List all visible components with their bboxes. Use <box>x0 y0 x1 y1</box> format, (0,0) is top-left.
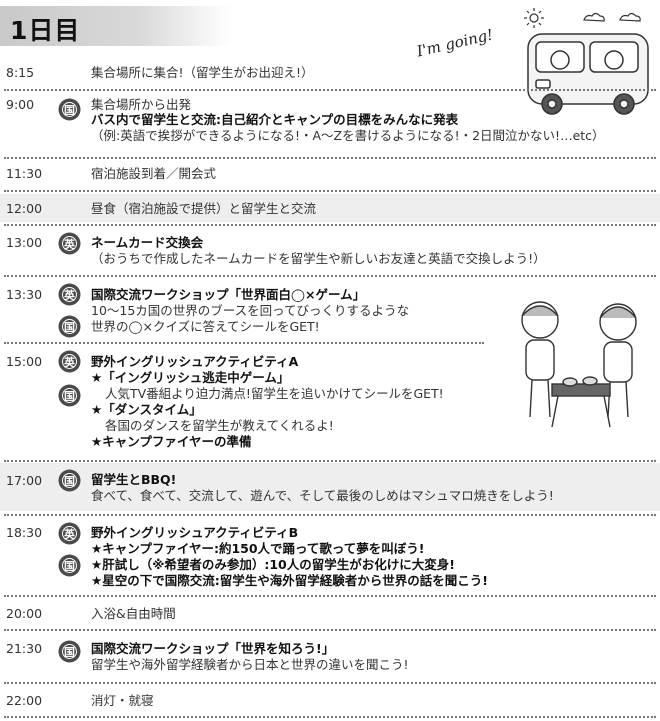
row-divider <box>4 595 656 597</box>
row-divider <box>4 224 656 226</box>
row-text-bold: 国際交流ワークショップ「世界を知ろう!」 <box>91 641 335 656</box>
row-time: 12:00 <box>6 201 43 216</box>
schedule-row: 9:00 国 集合場所から出発 バス内で留学生と交流:自己紹介とキャンプの目標を… <box>0 92 660 154</box>
row-divider <box>4 629 656 631</box>
schedule-row-shaded: 17:00 国 留学生とBBQ! 食べて、食べて、交流して、遊んで、そして最後の… <box>0 463 660 511</box>
row-time: 18:30 <box>6 525 43 540</box>
row-time: 21:30 <box>6 641 43 656</box>
schedule-row: 13:00 英 ネームカード交換会 （おうちで作成したネームカードを留学生や新し… <box>0 228 660 272</box>
schedule-row: 22:00 消灯・就寝 <box>0 686 660 714</box>
schedule-row: 18:30 英 国 野外イングリッシュアクティビティB ★キャンプファイヤー:約… <box>0 518 660 592</box>
row-time: 15:00 <box>6 354 43 369</box>
row-time: 8:15 <box>6 65 35 80</box>
row-time: 13:30 <box>6 287 43 302</box>
row-divider <box>4 716 656 718</box>
row-text-bold: ★キャンプファイヤーの準備 <box>91 434 252 449</box>
row-text-bold: ★肝試し（※希望者のみ参加）:10人の留学生がお化けに大変身! <box>91 557 455 572</box>
row-divider <box>4 460 656 462</box>
row-text: （例:英語で挨拶ができるようになる!・A〜Zを書けるようになる!・2日間泣かない… <box>91 128 605 143</box>
row-text: 集合場所に集合!（留学生がお出迎え!） <box>91 65 314 80</box>
kids-bbq-illustration <box>521 301 637 428</box>
schedule-row: 21:30 国 国際交流ワークショップ「世界を知ろう!」 留学生や海外留学経験者… <box>0 633 660 679</box>
row-time: 17:00 <box>6 473 43 488</box>
row-time: 20:00 <box>6 606 43 621</box>
row-text: （おうちで作成したネームカードを留学生や新しいお友達と英語で交換しよう!） <box>91 251 546 266</box>
sun-icon <box>524 8 544 28</box>
schedule-row: 8:15 集合場所に集合!（留学生がお出迎え!） <box>0 58 660 88</box>
row-text: 世界の◯×クイズに答えてシールをGET! <box>91 319 320 334</box>
row-divider <box>4 190 656 192</box>
kokusai-badge-icon: 国 <box>60 317 79 336</box>
row-time: 22:00 <box>6 693 43 708</box>
row-divider <box>4 682 656 684</box>
eigo-badge-icon: 英 <box>60 352 79 371</box>
row-text-bold: ★「ダンスタイム」 <box>91 402 202 417</box>
row-time: 13:00 <box>6 235 43 250</box>
eigo-badge-icon: 英 <box>60 285 79 304</box>
row-time: 11:30 <box>6 166 43 181</box>
day-header-bar <box>0 6 232 46</box>
row-divider <box>4 514 656 516</box>
row-text: 昼食（宿泊施設で提供）と留学生と交流 <box>91 201 317 216</box>
handwritten-going-text: I'm going! <box>414 25 495 61</box>
row-text: 宿泊施設到着／開会式 <box>91 166 217 181</box>
row-text: 集合場所から出発 <box>91 97 192 112</box>
schedule-row: 13:30 英 国 国際交流ワークショップ「世界面白◯×ゲーム」 10〜15カ国… <box>0 279 660 339</box>
row-text-bold: ★キャンプファイヤー:約150人で踊って歌って夢を叫ぼう! <box>91 541 425 556</box>
row-text-bold: ★「イングリッシュ逃走中ゲーム」 <box>91 370 290 385</box>
kokusai-badge-icon: 国 <box>60 471 79 490</box>
row-text: 留学生や海外留学経験者から日本と世界の違いを聞こう! <box>91 657 409 672</box>
cloud-icon <box>583 12 641 22</box>
eigo-badge-icon: 英 <box>60 234 79 253</box>
kokusai-badge-icon: 国 <box>60 556 79 575</box>
row-text: 人気TV番組より迫力満点!留学生を追いかけてシールをGET! <box>105 386 444 401</box>
schedule-row: 20:00 入浴&自由時間 <box>0 599 660 627</box>
row-divider <box>4 275 656 277</box>
row-text-bold: バス内で留学生と交流:自己紹介とキャンプの目標をみんなに発表 <box>91 112 459 127</box>
row-text-bold: ★星空の下で国際交流:留学生や海外留学経験者から世界の話を聞こう! <box>91 573 488 588</box>
row-text: 各国のダンスを留学生が教えてくれるよ! <box>105 418 334 433</box>
row-text-bold: 留学生とBBQ! <box>91 472 177 487</box>
bus-illustration <box>524 8 649 115</box>
schedule-row: 11:30 宿泊施設到着／開会式 <box>0 160 660 188</box>
row-text: 入浴&自由時間 <box>91 606 176 621</box>
eigo-badge-icon: 英 <box>60 524 79 543</box>
schedule-row-shaded: 12:00 昼食（宿泊施設で提供）と留学生と交流 <box>0 194 660 222</box>
row-time: 9:00 <box>6 97 35 112</box>
kokusai-badge-icon: 国 <box>60 386 79 405</box>
row-divider <box>4 89 656 91</box>
row-text: 食べて、食べて、交流して、遊んで、そして最後のしめはマシュマロ焼きをしよう! <box>91 488 554 503</box>
row-text-bold: 国際交流ワークショップ「世界面白◯×ゲーム」 <box>91 287 366 302</box>
row-text: 消灯・就寝 <box>91 693 154 708</box>
kokusai-badge-icon: 国 <box>60 100 79 119</box>
row-text-bold: 野外イングリッシュアクティビティA <box>91 354 299 369</box>
schedule-row: 15:00 英 国 野外イングリッシュアクティビティA ★「イングリッシュ逃走中… <box>0 346 660 456</box>
row-divider <box>4 157 656 159</box>
row-text-bold: 野外イングリッシュアクティビティB <box>91 525 299 540</box>
row-text: 10〜15カ国の世界のブースを回ってびっくりするような <box>91 303 410 318</box>
row-text-bold: ネームカード交換会 <box>91 235 204 250</box>
row-divider <box>4 342 484 344</box>
day-title: 1日目 <box>10 16 81 45</box>
kokusai-badge-icon: 国 <box>60 642 79 661</box>
